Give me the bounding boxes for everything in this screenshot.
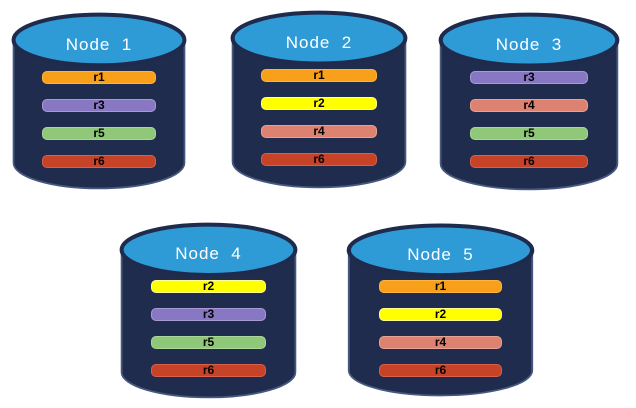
replica-bar: r4 xyxy=(470,99,588,113)
replica-list: r1 r2 r4 r6 xyxy=(261,69,377,167)
node-4: Node 4 r2 r3 r5 r6 xyxy=(118,221,299,401)
replica-bar: r3 xyxy=(150,308,267,322)
replica-bar: r1 xyxy=(379,280,502,294)
replica-bar: r1 xyxy=(42,70,156,84)
replica-bar: r5 xyxy=(470,127,588,141)
replica-bar: r6 xyxy=(42,154,156,168)
replica-bar: r3 xyxy=(42,98,156,112)
replica-bar: r6 xyxy=(150,364,267,378)
replica-list: r1 r3 r5 r6 xyxy=(42,70,156,168)
replica-list: r2 r3 r5 r6 xyxy=(150,280,267,378)
replica-bar: r4 xyxy=(379,336,502,350)
replica-bar: r1 xyxy=(261,69,377,83)
replica-bar: r2 xyxy=(379,308,502,322)
node-2: Node 2 r1 r2 r4 r6 xyxy=(229,9,409,191)
replica-bar: r6 xyxy=(470,155,588,169)
replica-list: r1 r2 r4 r6 xyxy=(379,280,502,378)
node-1: Node 1 r1 r3 r5 r6 xyxy=(10,11,188,192)
node-5: Node 5 r1 r2 r4 r6 xyxy=(345,222,536,399)
replica-list: r3 r4 r5 r6 xyxy=(470,71,588,169)
replica-bar: r5 xyxy=(150,336,267,350)
replica-bar: r3 xyxy=(470,71,588,85)
replica-bar: r6 xyxy=(261,153,377,167)
replica-bar: r2 xyxy=(150,280,267,294)
replica-bar: r5 xyxy=(42,126,156,140)
replica-bar: r2 xyxy=(261,97,377,111)
node-3: Node 3 r3 r4 r5 r6 xyxy=(437,11,621,193)
replica-bar: r4 xyxy=(261,125,377,139)
replica-bar: r6 xyxy=(379,364,502,378)
